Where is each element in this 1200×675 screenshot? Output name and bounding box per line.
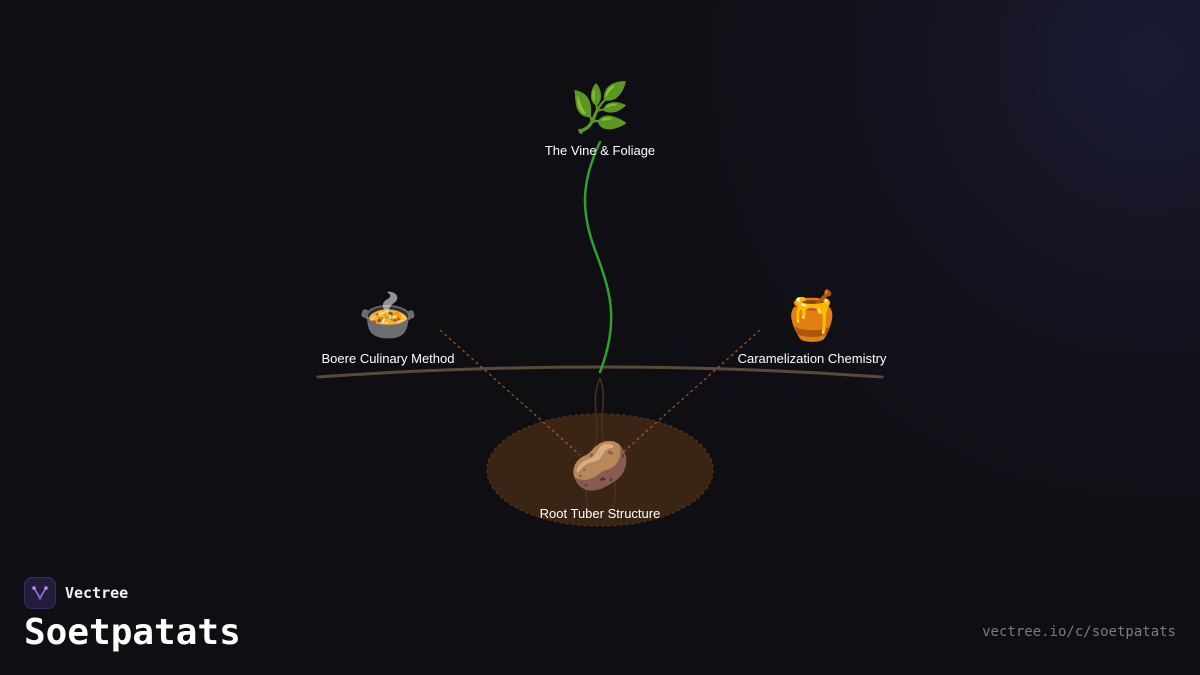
page-url[interactable]: vectree.io/c/soetpatats bbox=[982, 624, 1176, 640]
ground-line bbox=[316, 365, 884, 379]
node-vine[interactable]: 🌿 The Vine & Foliage bbox=[545, 80, 655, 158]
root-strand-right bbox=[599, 377, 617, 516]
potato-icon: 🥔 bbox=[570, 438, 630, 494]
node-label-root: Root Tuber Structure bbox=[540, 506, 661, 521]
page-title: Soetpatats bbox=[24, 612, 241, 653]
stew-pot-icon: 🍲 bbox=[358, 288, 418, 344]
soil-mound bbox=[486, 413, 714, 527]
node-caramel[interactable]: 🍯 Caramelization Chemistry bbox=[738, 288, 887, 366]
herb-icon: 🌿 bbox=[570, 80, 630, 136]
link-root-boere bbox=[439, 329, 581, 456]
node-label-vine: The Vine & Foliage bbox=[545, 143, 655, 158]
root-strand-left bbox=[585, 377, 601, 516]
node-root[interactable]: 🥔 Root Tuber Structure bbox=[540, 438, 661, 521]
honey-pot-icon: 🍯 bbox=[782, 288, 842, 344]
node-label-boere: Boere Culinary Method bbox=[322, 351, 455, 366]
node-boere[interactable]: 🍲 Boere Culinary Method bbox=[322, 288, 455, 366]
node-label-caramel: Caramelization Chemistry bbox=[738, 351, 887, 366]
vectree-logo-icon bbox=[24, 577, 56, 609]
vine-stem bbox=[583, 140, 613, 374]
brand[interactable]: Vectree bbox=[24, 577, 128, 609]
brand-name: Vectree bbox=[65, 584, 129, 602]
link-root-caramel bbox=[619, 329, 761, 456]
